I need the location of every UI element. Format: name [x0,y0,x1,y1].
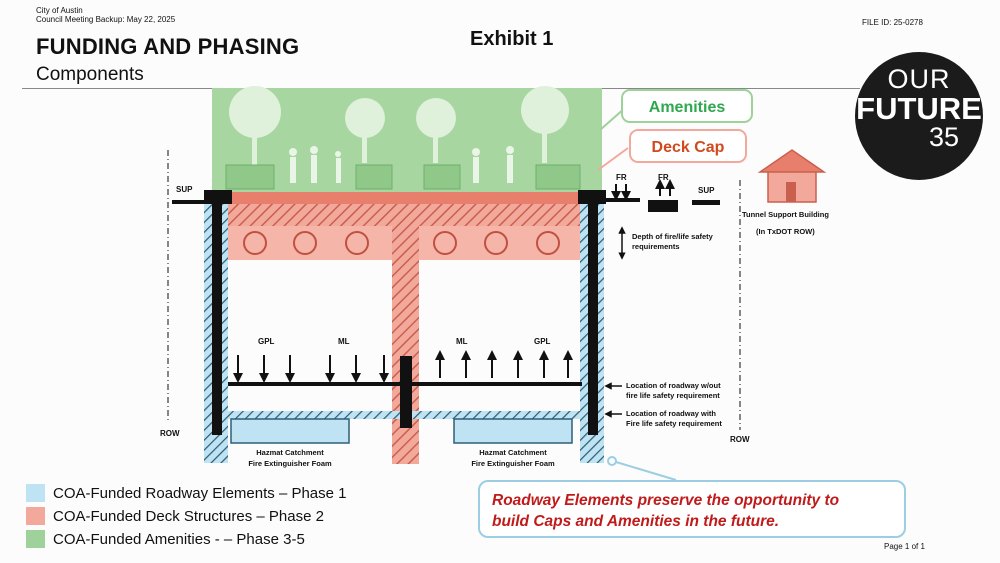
fr-right-label: FR [658,173,669,182]
gpl-right-label: GPL [534,337,551,346]
legend-label-amenities: COA-Funded Amenities - – Phase 3-5 [53,530,305,548]
fr-left-lane [604,198,640,202]
sup-left-label: SUP [176,185,193,194]
depth-label-1: Depth of fire/life safety [632,232,714,241]
our-future-35-logo: OUR FUTURE 35 [855,52,983,180]
deck-structure-hatched [225,204,585,226]
roadway-callout: Roadway Elements preserve the opportunit… [478,480,906,538]
center-column [392,226,419,464]
fr-arrows [611,179,675,201]
loc-without-label-1: Location of roadway w/out [626,381,721,390]
org-name: City of Austin [36,6,83,15]
ml-right-label: ML [456,337,468,346]
hazmat-left-label-1: Hazmat Catchment [256,448,324,457]
legend-label-deck: COA-Funded Deck Structures – Phase 2 [53,507,324,525]
loc-with-label-1: Location of roadway with [626,409,716,418]
right-wall-core [588,195,598,435]
right-wall-cap [578,190,606,204]
fr-right-lane [648,200,678,212]
legend-swatch-blue [26,484,45,502]
left-wall-core [212,195,222,435]
callout-line-2: build Caps and Amenities in the future. [492,513,780,530]
hazmat-catchment-right [453,418,573,444]
lane-arrows-down [233,355,389,383]
legend-swatch-salmon [26,507,45,525]
callout-line-1: Roadway Elements preserve the opportunit… [492,492,840,509]
logo-line-2: FUTURE [856,91,982,126]
row-left-label: ROW [160,429,180,438]
hazmat-right-label-2: Fire Extinguisher Foam [471,459,555,468]
page-number: Page 1 of 1 [884,542,925,551]
tunnel-support-building [757,149,827,203]
sup-right-label: SUP [698,186,715,195]
gpl-left-label: GPL [258,337,275,346]
fr-left-label: FR [616,173,627,182]
loc-without-label-2: fire life safety requirement [626,391,720,400]
jet-fans [243,231,560,255]
legend-item-roadway: COA-Funded Roadway Elements – Phase 1 [26,484,347,502]
lane-arrows-up [435,350,573,378]
legend-swatch-green [26,530,45,548]
ml-left-label: ML [338,337,350,346]
sup-left-path [172,200,206,204]
median-barrier [400,356,412,428]
file-id: FILE ID: 25-0278 [862,18,923,27]
amenities-label-box [621,89,753,123]
hazmat-right-label-1: Hazmat Catchment [479,448,547,457]
exhibit-title: Exhibit 1 [470,28,554,50]
amenities-pointer [599,107,626,131]
meeting-backup: Council Meeting Backup: May 22, 2025 [36,15,176,24]
roadway-callout-dot [607,456,617,466]
roadway-callout-pointer [615,461,677,481]
deck-cap-slab [225,192,585,204]
legend-label-roadway: COA-Funded Roadway Elements – Phase 1 [53,484,347,502]
legend-item-deck: COA-Funded Deck Structures – Phase 2 [26,507,324,525]
hazmat-left-label-2: Fire Extinguisher Foam [248,459,332,468]
depth-label-2: requirements [632,242,680,251]
left-wall-cap [204,190,232,204]
page-subtitle: Components [36,64,144,85]
deck-cap-pointer [597,147,629,171]
logo-line-3: 35 [928,122,960,152]
loc-with-label-2: Fire life safety requirement [626,419,722,428]
logo-line-1: OUR [887,64,951,94]
people-silhouettes [289,146,514,183]
page-title: FUNDING AND PHASING [36,34,300,59]
deck-cap-label-box [629,129,747,163]
amenities-label: Amenities [649,99,726,116]
planters [225,164,581,190]
sup-right-path [692,200,720,205]
hazmat-catchment-left [230,418,350,444]
row-right-label: ROW [730,435,750,444]
trees [229,86,569,165]
tunnel-building-label-1: Tunnel Support Building [742,210,829,219]
deck-cap-label: Deck Cap [652,139,725,156]
tunnel-building-label-2: (In TxDOT ROW) [756,227,815,236]
legend-item-amenities: COA-Funded Amenities - – Phase 3-5 [26,530,305,548]
